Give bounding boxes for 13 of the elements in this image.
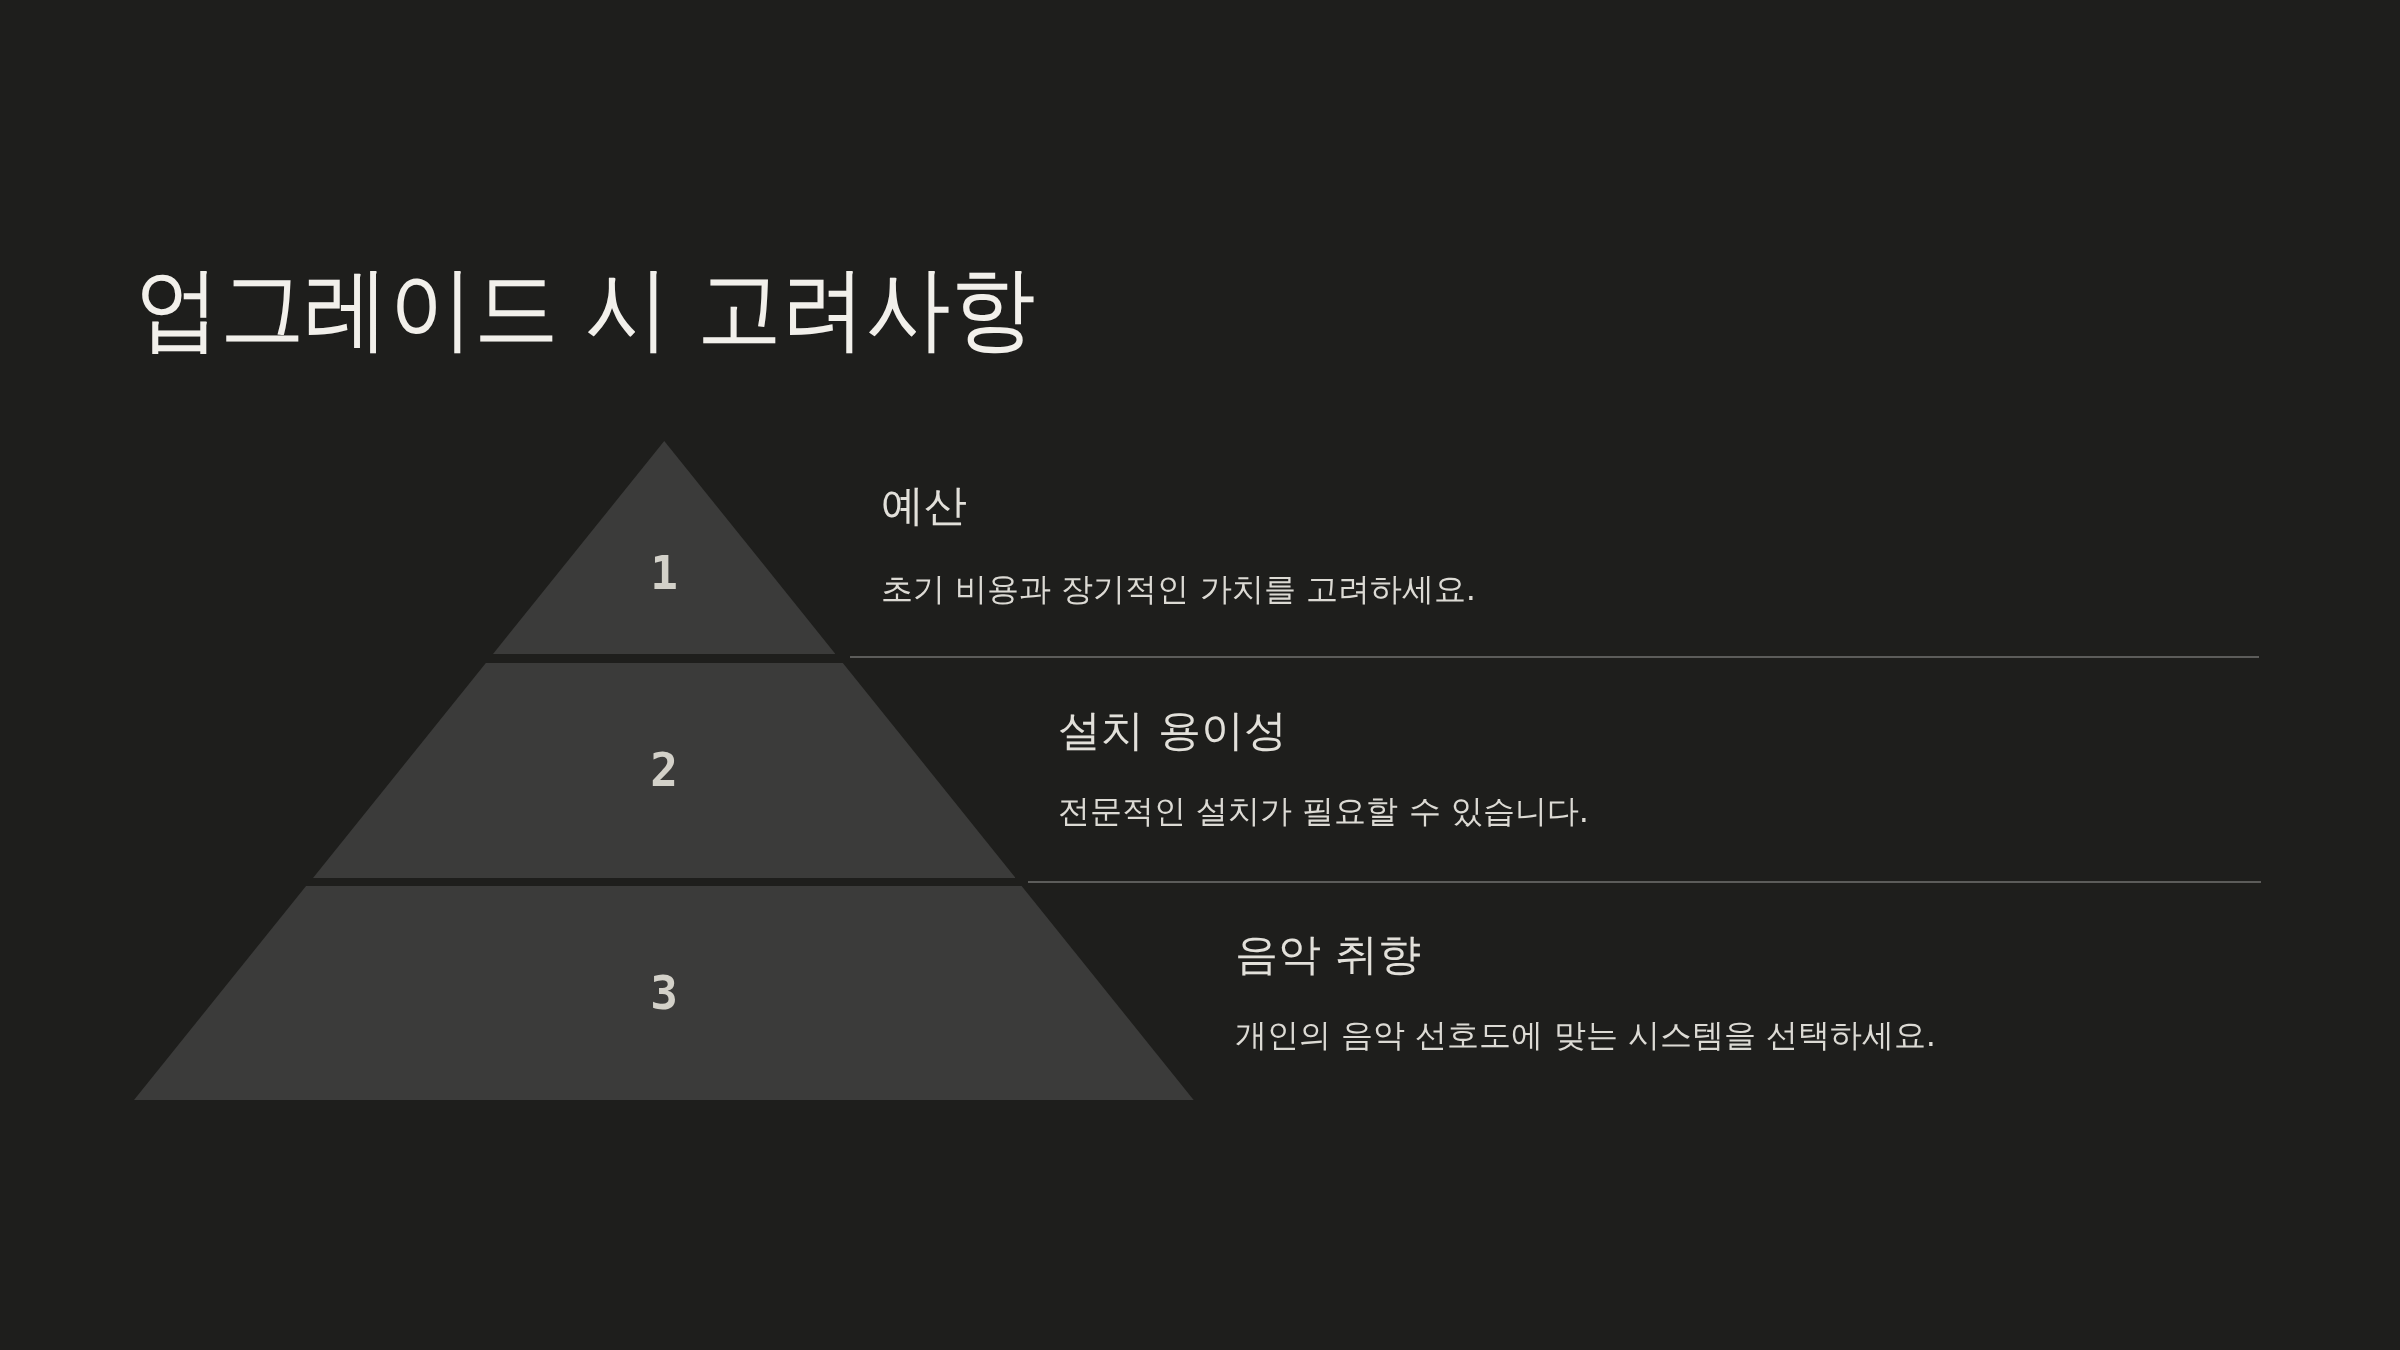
- slide-title: 업그레이드 시 고려사항: [135, 263, 1036, 355]
- pyramid-tier: [134, 886, 1194, 1100]
- tier-number: 1: [650, 550, 678, 596]
- pyramid-tier: [492, 441, 836, 654]
- item-heading: 예산: [881, 483, 967, 527]
- item-heading: 음악 취향: [1235, 932, 1421, 976]
- item-description: 개인의 음악 선호도에 맞는 시스템을 선택하세요.: [1235, 1019, 1937, 1051]
- tier-number: 2: [650, 747, 678, 793]
- pyramid-tier: [312, 663, 1016, 878]
- item-description: 전문적인 설치가 필요할 수 있습니다.: [1058, 795, 1589, 827]
- tier-number: 3: [650, 970, 678, 1016]
- item-description: 초기 비용과 장기적인 가치를 고려하세요.: [881, 573, 1476, 605]
- item-heading: 설치 용이성: [1058, 708, 1287, 752]
